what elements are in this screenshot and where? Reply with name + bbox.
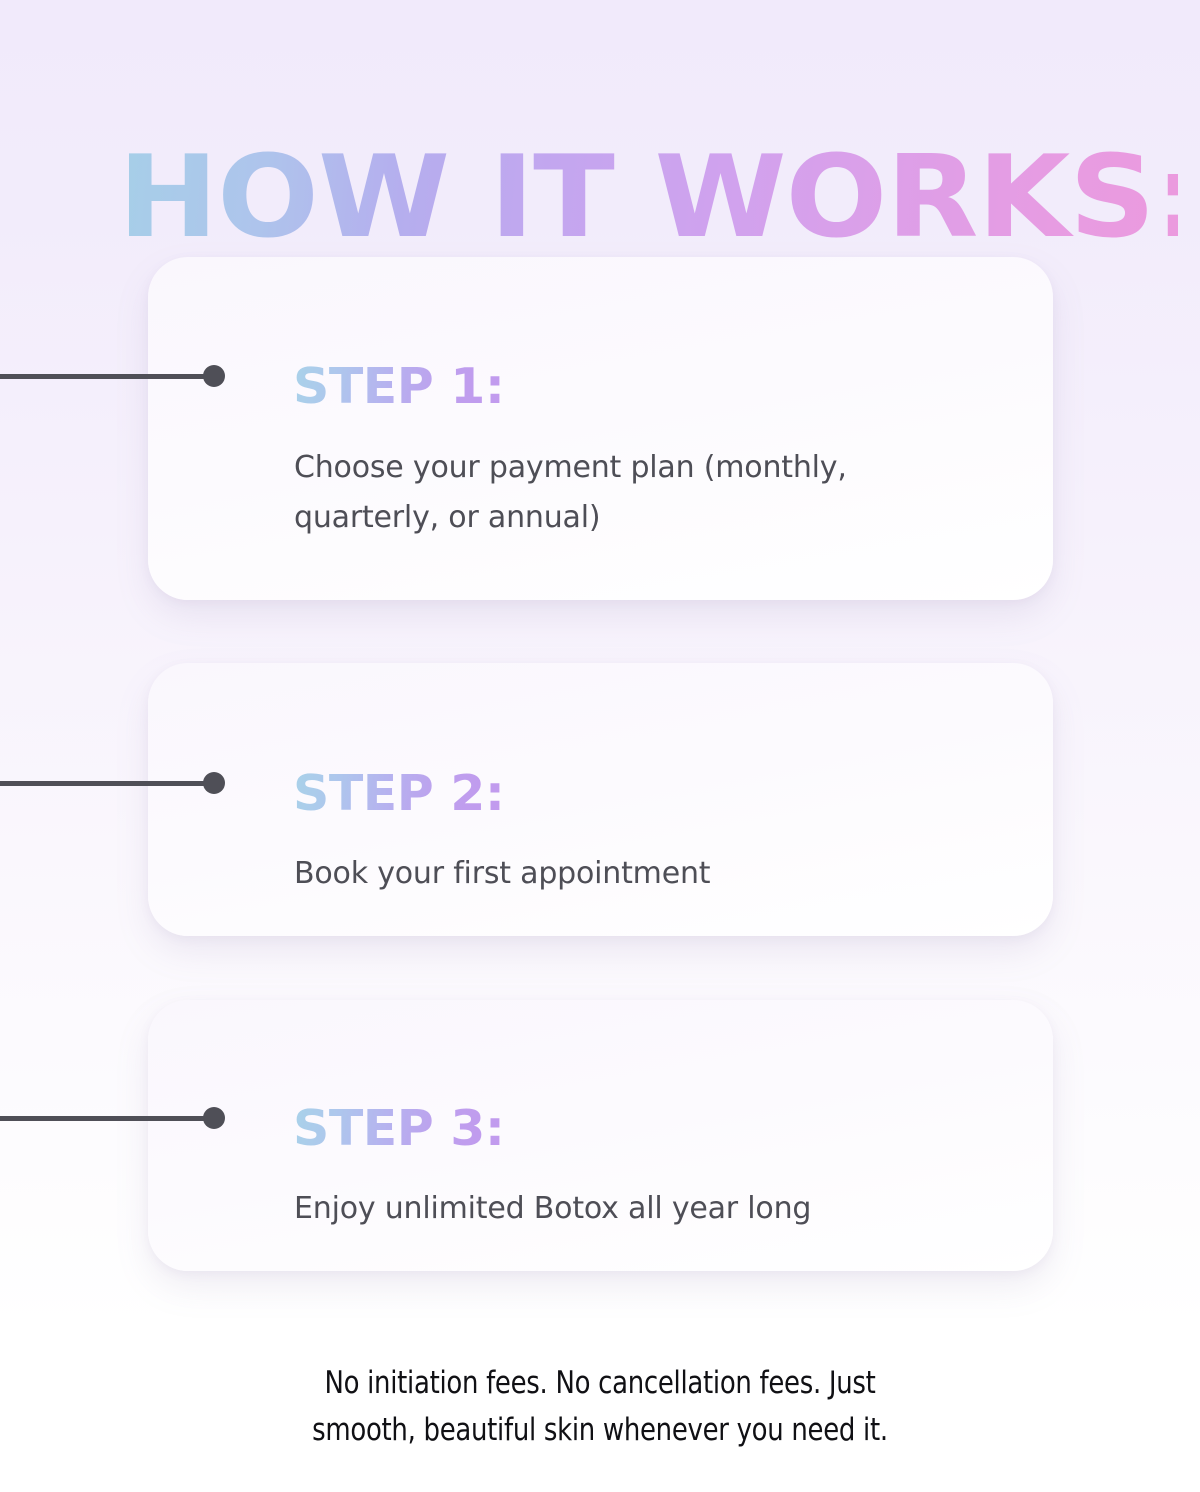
footer-note: No initiation fees. No cancellation fees… — [0, 1360, 1200, 1454]
page-title: HOW IT WORKS: — [118, 130, 1200, 263]
connector-line-3 — [0, 1107, 236, 1129]
footer-line-1: No initiation fees. No cancellation fees… — [324, 1365, 876, 1401]
connector-dot-icon — [203, 1107, 225, 1129]
connector-line-segment-icon — [0, 1116, 218, 1121]
step-3-description: Enjoy unlimited Botox all year long — [294, 1191, 812, 1226]
step-2-description: Book your first appointment — [294, 856, 711, 891]
connector-dot-icon — [203, 365, 225, 387]
step-3-label: STEP 3: — [293, 1100, 505, 1157]
step-card-1 — [148, 257, 1053, 600]
step-card-2 — [148, 663, 1053, 936]
connector-line-2 — [0, 772, 236, 794]
step-1-description: Choose your payment plan (monthly, quart… — [294, 450, 847, 535]
step-1-label: STEP 1: — [293, 358, 505, 415]
connector-line-segment-icon — [0, 781, 218, 786]
connector-line-1 — [0, 365, 236, 387]
step-card-3 — [148, 1000, 1053, 1271]
connector-dot-icon — [203, 772, 225, 794]
connector-line-segment-icon — [0, 374, 218, 379]
footer-line-2: smooth, beautiful skin whenever you need… — [312, 1412, 888, 1448]
step-2-label: STEP 2: — [293, 765, 505, 822]
